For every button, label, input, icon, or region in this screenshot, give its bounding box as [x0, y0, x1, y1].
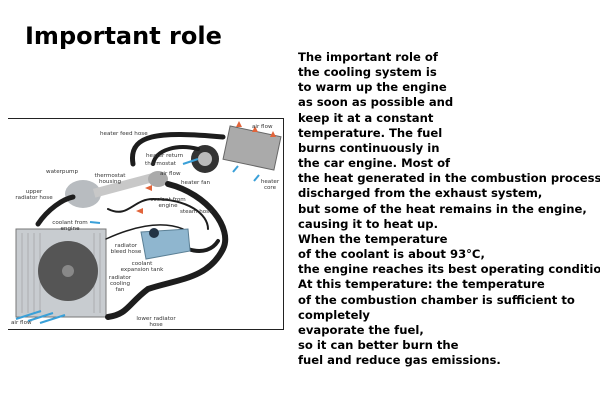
body-text-line: The important role of	[298, 50, 438, 64]
label-air-flow-top: air flow	[252, 124, 273, 130]
label-waterpump: waterpump	[46, 169, 79, 175]
body-text-line: At this temperature: the temperature	[298, 277, 545, 292]
body-text-line: causing it to heat up.	[298, 216, 438, 231]
label-lower-radiator-hose: lower radiator hose	[136, 316, 176, 328]
label-radiator-cooling-fan: radiator cooling fan	[108, 275, 132, 293]
label-heater-return: heater return	[146, 153, 184, 159]
body-text-line: fuel and reduce gas emissions.	[298, 353, 501, 368]
body-text-line: so it can better burn the	[298, 337, 459, 352]
label-thermostat: thermostat	[145, 161, 176, 167]
label-coolant-from-engine-left: coolant from engine	[52, 220, 88, 232]
page-title: Important role	[25, 22, 222, 50]
label-heater-core: heater core	[260, 179, 280, 191]
label-heater-fan: heater fan	[181, 180, 211, 186]
coolant-expansion-tank	[140, 228, 191, 260]
body-text-line: as soon as possible and	[298, 95, 454, 110]
body-text-line: of the coolant is about 93°C,	[298, 247, 485, 262]
body-text-line: completely	[298, 307, 370, 322]
body-text-line: the car engine. Most of	[298, 156, 451, 171]
body-text-line: to warm up the engine	[298, 80, 447, 95]
body-text-line: evaporate the fuel,	[298, 322, 424, 337]
body-text-line: When the temperature	[298, 231, 448, 246]
label-coolant-from-engine-right: coolant from engine	[150, 197, 186, 209]
body-text-line: the cooling system is	[298, 65, 437, 80]
label-radiator-bleed-hose: radiator bleed hose	[110, 243, 142, 255]
body-text-line: discharged from the exhaust system,	[298, 186, 543, 201]
label-heater-feed-hose: heater feed hose	[100, 131, 148, 137]
cooling-system-diagram: heater feed hose air flow heater return …	[8, 118, 284, 330]
body-text-line: the engine reaches its best operating co…	[298, 262, 600, 277]
body-text-line: but some of the heat remains in the engi…	[298, 201, 587, 216]
label-steam-hose: steam hose	[180, 209, 213, 215]
body-text-line: keep it at a constant	[298, 110, 434, 125]
label-thermostat-housing: thermostat housing	[94, 173, 126, 185]
body-text-line: of the combustion chamber is sufficient …	[298, 292, 575, 307]
label-air-flow-mid: air flow	[160, 171, 181, 177]
waterpump	[65, 180, 101, 208]
body-text-line: the heat generated in the combustion pro…	[298, 171, 600, 186]
body-text-line: temperature. The fuel	[298, 125, 443, 140]
thermostat-housing	[148, 171, 168, 187]
label-coolant-expansion-tank: coolant expansion tank	[120, 261, 164, 273]
cooling-system-illustration	[15, 121, 282, 324]
body-text-line: burns continuously in	[298, 140, 440, 155]
label-upper-radiator-hose: upper radiator hose	[15, 189, 53, 201]
label-air-flow-bottom: air flow	[11, 320, 32, 326]
